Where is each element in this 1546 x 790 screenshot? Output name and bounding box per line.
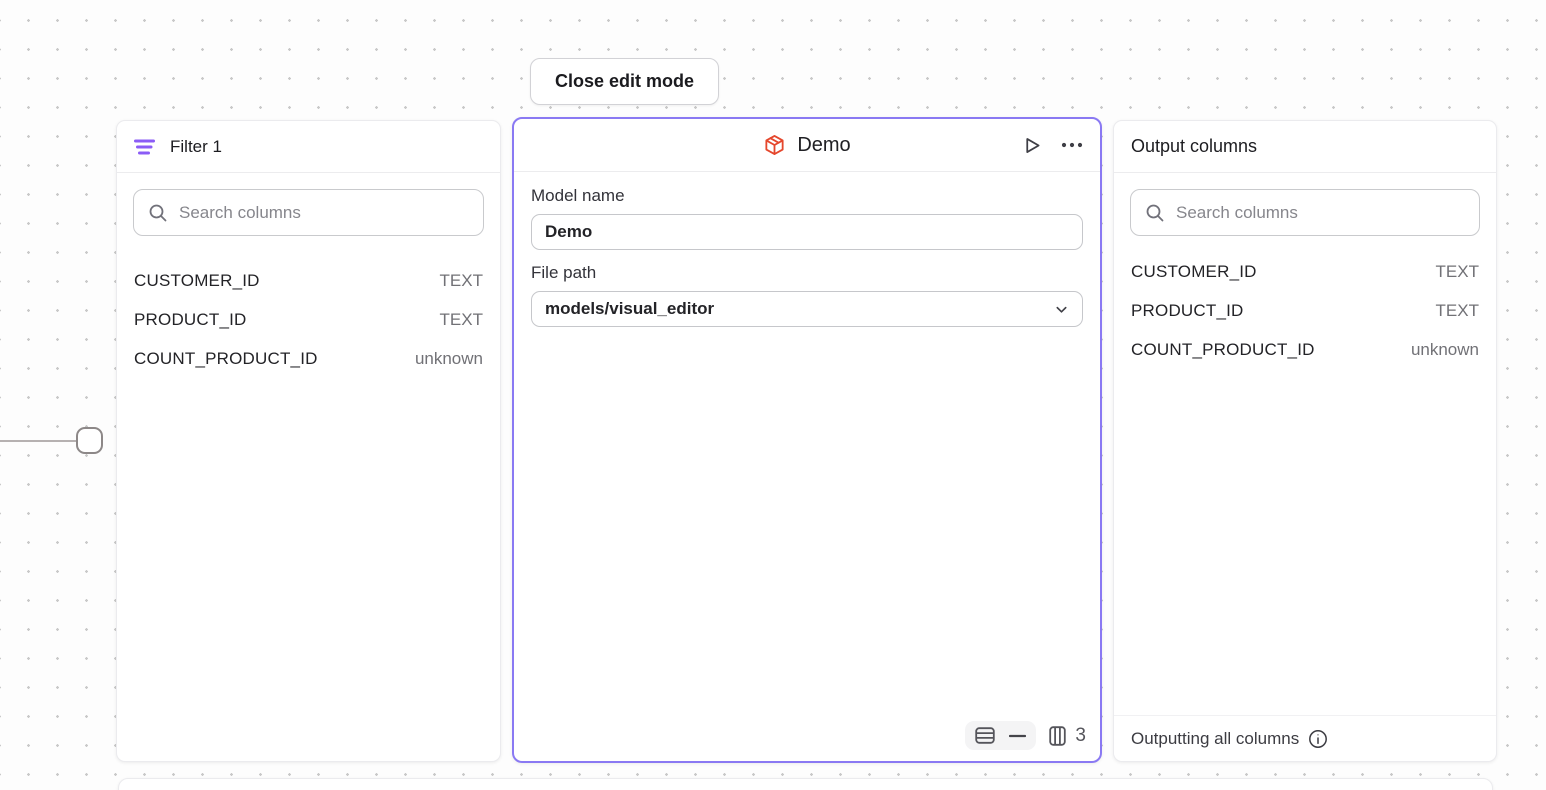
output-footer: Outputting all columns: [1114, 715, 1496, 761]
results-panel-edge[interactable]: [118, 778, 1493, 790]
table-columns-icon: [1049, 725, 1067, 746]
file-path-label: File path: [531, 263, 597, 282]
column-name: COUNT_PRODUCT_ID: [1131, 339, 1315, 359]
filter-search-box: [133, 189, 484, 236]
column-name: CUSTOMER_ID: [1131, 261, 1257, 281]
column-type: TEXT: [1435, 300, 1479, 320]
column-type: unknown: [1410, 339, 1479, 359]
column-type: unknown: [414, 348, 483, 368]
filter-column-list: CUSTOMER_ID TEXT PRODUCT_ID TEXT COUNT_P…: [117, 252, 500, 378]
cube-icon: [763, 133, 786, 157]
run-model-button[interactable]: [1022, 135, 1043, 156]
file-path-select[interactable]: models/visual_editor: [531, 291, 1083, 327]
column-row[interactable]: COUNT_PRODUCT_ID unknown: [1131, 330, 1479, 369]
file-path-value: models/visual_editor: [545, 299, 715, 318]
column-name: PRODUCT_ID: [134, 309, 247, 329]
minus-icon[interactable]: [1009, 734, 1027, 738]
output-footer-text: Outputting all columns: [1131, 728, 1300, 748]
filter-icon: [134, 138, 155, 156]
output-search-input[interactable]: [1176, 202, 1465, 223]
column-row[interactable]: CUSTOMER_ID TEXT: [1131, 252, 1479, 291]
column-name: PRODUCT_ID: [1131, 300, 1244, 320]
column-type: TEXT: [439, 270, 483, 290]
play-icon: [1022, 135, 1043, 156]
column-count-indicator[interactable]: 3: [1049, 725, 1086, 747]
connector-edge: [0, 440, 78, 442]
filter-search-input[interactable]: [179, 202, 469, 223]
preview-toggle-group[interactable]: [965, 721, 1037, 750]
ellipsis-icon: [1060, 142, 1084, 148]
column-name: COUNT_PRODUCT_ID: [134, 348, 318, 368]
model-footer-toolbar: 3: [965, 721, 1086, 750]
model-panel-title: Demo: [797, 133, 851, 156]
model-node-panel[interactable]: Demo: [512, 117, 1102, 763]
filter-panel-title: Filter 1: [170, 136, 222, 156]
model-name-input[interactable]: [531, 214, 1083, 250]
column-count: 3: [1075, 724, 1086, 746]
column-row[interactable]: COUNT_PRODUCT_ID unknown: [134, 339, 483, 378]
column-name: CUSTOMER_ID: [134, 270, 260, 290]
connector-handle[interactable]: [76, 427, 103, 454]
filter-panel-header: Filter 1: [117, 121, 500, 173]
model-form: Model name File path models/visual_edito…: [514, 172, 1100, 341]
column-row[interactable]: PRODUCT_ID TEXT: [134, 300, 483, 339]
model-panel-header: Demo: [514, 119, 1100, 172]
chevron-down-icon: [1054, 302, 1069, 317]
info-icon[interactable]: [1308, 729, 1328, 749]
column-type: TEXT: [439, 309, 483, 329]
filter-node-panel[interactable]: Filter 1 CUSTOMER_ID TEXT PRODUCT_ID TEX…: [116, 120, 501, 762]
column-row[interactable]: PRODUCT_ID TEXT: [1131, 291, 1479, 330]
output-panel-title: Output columns: [1131, 136, 1258, 156]
output-search-box: [1130, 189, 1480, 236]
table-rows-icon: [975, 727, 996, 744]
column-type: TEXT: [1435, 261, 1479, 281]
search-icon: [148, 203, 168, 223]
model-menu-button[interactable]: [1060, 142, 1084, 148]
search-icon: [1145, 203, 1165, 223]
model-name-label: Model name: [531, 186, 625, 205]
close-edit-mode-button[interactable]: Close edit mode: [530, 58, 720, 105]
output-column-list: CUSTOMER_ID TEXT PRODUCT_ID TEXT COUNT_P…: [1114, 252, 1496, 369]
column-row[interactable]: CUSTOMER_ID TEXT: [134, 261, 483, 300]
output-columns-panel[interactable]: Output columns CUSTOMER_ID TEXT PRODUCT_…: [1113, 120, 1497, 762]
output-panel-header: Output columns: [1114, 121, 1496, 173]
